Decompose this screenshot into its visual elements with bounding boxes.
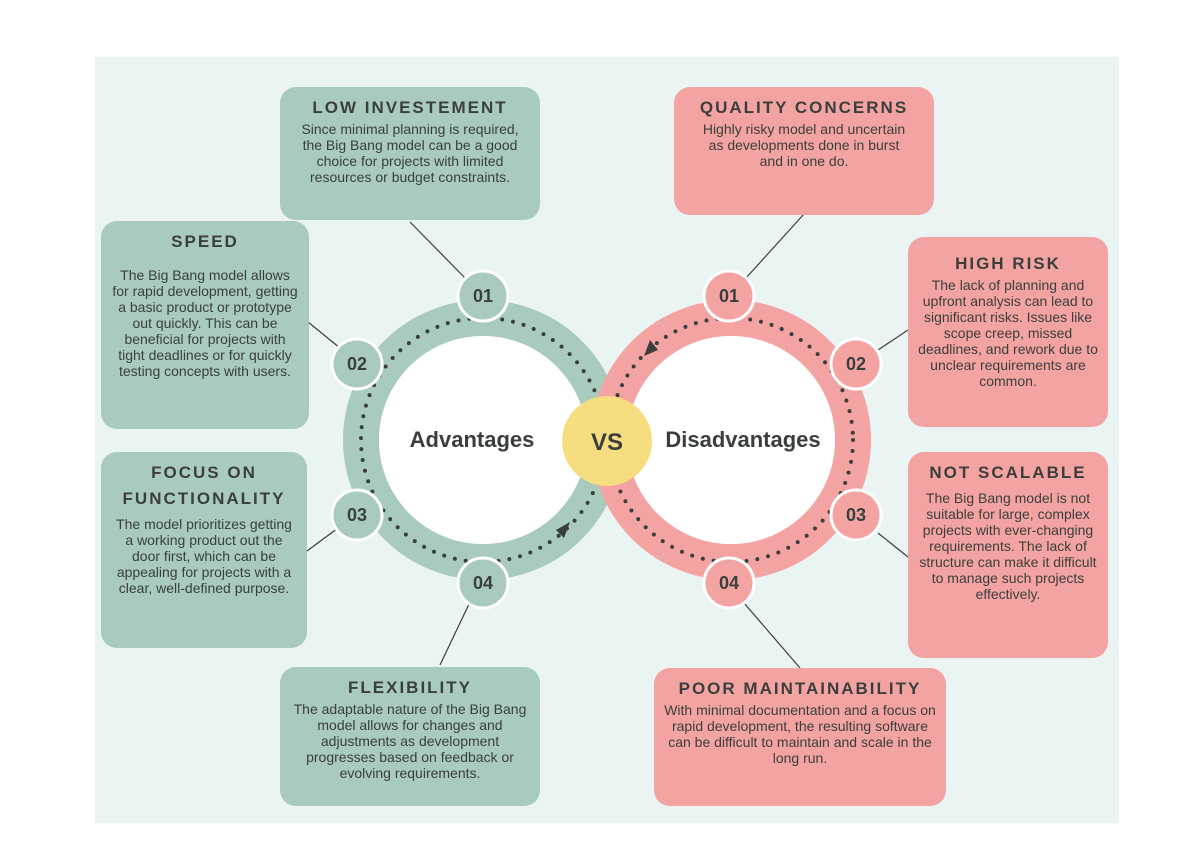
advantages-ring-center	[379, 336, 587, 544]
card-low-investment: LOW INVESTEMENT Since minimal planning i…	[280, 87, 540, 220]
advantage-badges: 01 02 03 04	[330, 269, 510, 610]
card-title: POOR MAINTAINABILITY	[678, 679, 922, 698]
card-not-scalable: NOT SCALABLE The Big Bang model is not s…	[908, 452, 1108, 658]
card-body: The lack of planning and upfront analysi…	[918, 277, 1098, 389]
adv-badge-04	[456, 556, 510, 610]
connector-adv-01	[409, 221, 469, 282]
dis-badge-02-label: 02	[846, 354, 866, 374]
card-title: FLEXIBILITY	[348, 678, 472, 697]
card-poor-maintainability: POOR MAINTAINABILITY With minimal docume…	[654, 668, 946, 806]
advantages-label: Advantages	[410, 427, 535, 452]
card-body: Highly risky model and uncertain as deve…	[702, 121, 906, 169]
card-title: QUALITY CONCERNS	[699, 98, 909, 117]
card-body: The model prioritizes getting a working …	[116, 516, 292, 596]
adv-badge-03	[330, 488, 384, 542]
adv-badge-04-label: 04	[473, 573, 493, 593]
card-body: The Big Bang model allows for rapid deve…	[112, 267, 298, 379]
dis-badge-04-label: 04	[719, 573, 739, 593]
card-title: HIGH RISK	[955, 254, 1061, 273]
vs-label: VS	[591, 429, 623, 456]
adv-badge-02	[330, 337, 384, 391]
disadvantages-arrowhead-icon	[644, 340, 658, 356]
connector-adv-03	[306, 527, 339, 552]
dis-badge-04	[702, 556, 756, 610]
card-focus-on-functionality: FOCUS ON FUNCTIONALITY The model priorit…	[101, 452, 307, 648]
connector-lines	[306, 213, 909, 669]
disadvantages-ring-center	[627, 336, 835, 544]
card-title: NOT SCALABLE	[929, 463, 1087, 482]
dis-badge-03	[829, 488, 883, 542]
connector-adv-02	[307, 321, 341, 349]
dis-badge-03-label: 03	[846, 505, 866, 525]
card-body: With minimal documentation and a focus o…	[664, 702, 936, 766]
connector-dis-03	[877, 532, 909, 558]
disadvantage-badges: 01 02 03 04	[702, 269, 883, 610]
vs-circle	[562, 396, 652, 486]
dis-badge-01-label: 01	[719, 286, 739, 306]
connector-adv-04	[439, 601, 471, 666]
adv-badge-01	[456, 269, 510, 323]
adv-badge-01-label: 01	[473, 286, 493, 306]
dis-badge-01	[702, 269, 756, 323]
card-title: SPEED	[171, 232, 239, 251]
advantages-arrowhead-icon	[556, 522, 570, 538]
adv-badge-03-label: 03	[347, 505, 367, 525]
card-flexibility: FLEXIBILITY The adaptable nature of the …	[280, 667, 540, 806]
card-quality-concerns: QUALITY CONCERNS Highly risky model and …	[674, 87, 934, 215]
card-body: Since minimal planning is required, the …	[301, 121, 519, 185]
disadvantages-label: Disadvantages	[665, 427, 820, 452]
connector-dis-02	[877, 329, 909, 351]
card-body: The adaptable nature of the Big Bang mod…	[293, 701, 527, 781]
card-speed: SPEED The Big Bang model allows for rapi…	[101, 221, 309, 429]
adv-badge-02-label: 02	[347, 354, 367, 374]
connector-dis-04	[743, 602, 801, 669]
dis-badge-02	[829, 337, 883, 391]
card-title: LOW INVESTEMENT	[312, 98, 508, 117]
connector-dis-01	[745, 213, 805, 279]
card-body: The Big Bang model is not suitable for l…	[919, 490, 1097, 602]
card-title: FOCUS ON FUNCTIONALITY	[122, 463, 286, 508]
card-high-risk: HIGH RISK The lack of planning and upfro…	[908, 237, 1108, 427]
